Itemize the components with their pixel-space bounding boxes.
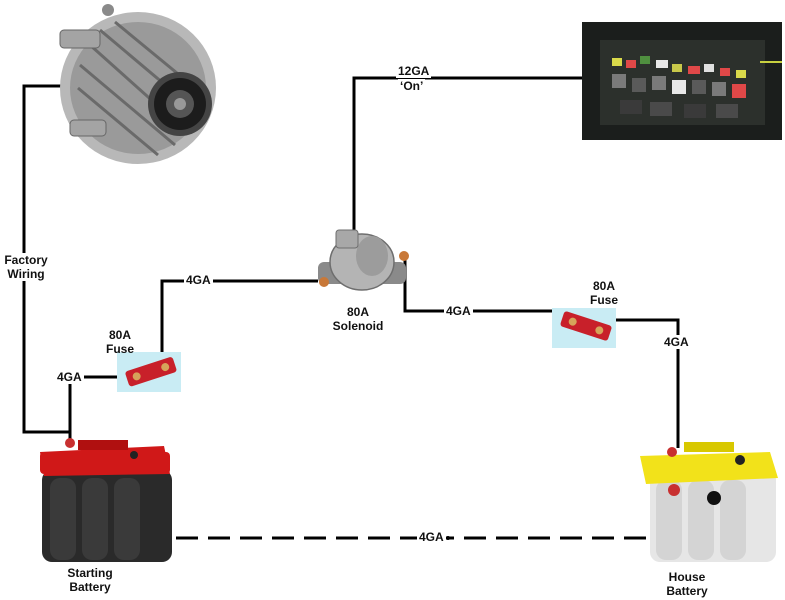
fuse-left-name: Fuse bbox=[105, 342, 134, 356]
fuse-right-name: Fuse bbox=[589, 293, 618, 307]
fuse-left-label: 80A Fuse bbox=[102, 328, 138, 356]
ground-wire-label: 4GA bbox=[417, 530, 446, 544]
alternator-icon bbox=[59, 4, 216, 164]
fuse-left-icon bbox=[117, 352, 181, 392]
wire-fuse-to-solenoid bbox=[160, 279, 318, 360]
wire-12ga-on-label: ‘On’ bbox=[398, 79, 426, 93]
starting-battery-label: Starting Battery bbox=[60, 566, 120, 594]
wire-12ga bbox=[352, 76, 597, 235]
solenoid-rating: 80A bbox=[346, 305, 369, 319]
factory-wiring-label: Factory Wiring bbox=[2, 253, 50, 281]
fuse-right-label: 80A Fuse bbox=[586, 279, 622, 307]
house-battery-line2: Battery bbox=[666, 584, 708, 598]
fuse-right-icon bbox=[552, 308, 616, 348]
wire-fuse-to-house bbox=[612, 318, 680, 448]
fuse-left-rating: 80A bbox=[108, 328, 131, 342]
wire-fuse-house-label: 4GA bbox=[662, 335, 691, 349]
solenoid-icon bbox=[318, 229, 409, 291]
wire-12ga-label: 12GA bbox=[396, 64, 432, 78]
house-battery-line1: House bbox=[668, 570, 706, 584]
house-battery-icon bbox=[640, 442, 778, 562]
starting-battery-line1: Starting bbox=[67, 566, 113, 580]
house-battery-label: House Battery bbox=[657, 570, 717, 598]
wire-solenoid-fuse-label: 4GA bbox=[444, 304, 473, 318]
wire-fuse-solenoid-label: 4GA bbox=[184, 273, 213, 287]
fuse-box-photo bbox=[582, 22, 782, 140]
starting-battery-icon bbox=[40, 438, 172, 562]
wire-start-fuse-label: 4GA bbox=[55, 370, 84, 384]
solenoid-name: Solenoid bbox=[332, 319, 384, 333]
fuse-right-rating: 80A bbox=[592, 279, 615, 293]
wire-solenoid-to-fuse bbox=[403, 258, 560, 313]
fuse-box-fuses bbox=[612, 56, 746, 118]
solenoid-label: 80A Solenoid bbox=[328, 305, 388, 333]
starting-battery-line2: Battery bbox=[69, 580, 111, 594]
ground-wire-dot bbox=[446, 536, 450, 540]
